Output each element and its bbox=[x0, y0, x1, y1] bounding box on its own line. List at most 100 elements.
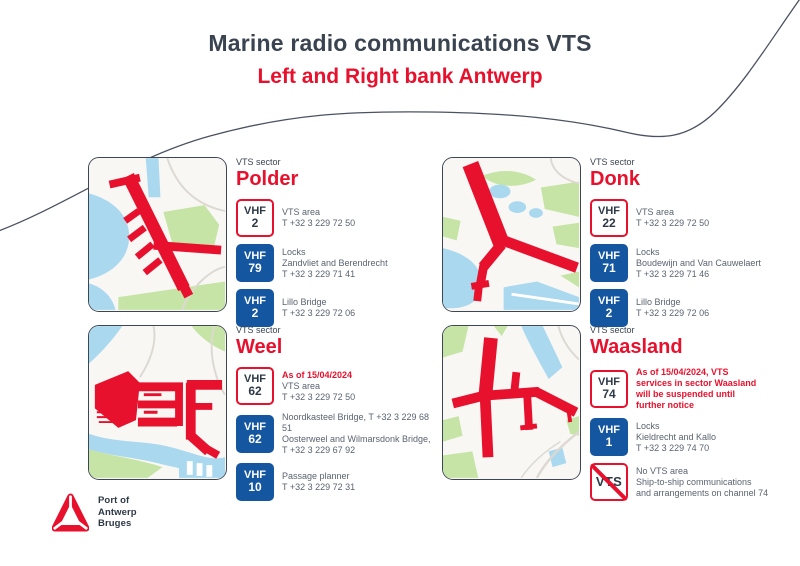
vhf-channel-badge: VHF 74 bbox=[590, 370, 628, 408]
vhf-badge-channel: 1 bbox=[605, 435, 613, 450]
vhf-badge-label: VHF bbox=[244, 250, 266, 263]
vhf-badge-channel: 2 bbox=[251, 216, 259, 231]
info-line: Ship-to-ship communications bbox=[636, 476, 752, 487]
info-line: As of 15/04/2024, VTS bbox=[636, 367, 729, 377]
info-line: Oosterweel and Wilmarsdonk Bridge, bbox=[282, 434, 431, 444]
vhf-badge-label: VHF bbox=[598, 250, 620, 263]
vts-sector-label: VTS sector bbox=[236, 325, 281, 335]
info-line: T +32 3 229 71 46 bbox=[636, 268, 710, 279]
info-line: T +32 3 229 72 31 bbox=[282, 482, 356, 492]
info-line: Boudewijn and Van Cauwelaert bbox=[636, 257, 761, 268]
vhf-channel-badge: VHF 62 bbox=[236, 367, 274, 405]
info-line: As of 15/04/2024 bbox=[282, 369, 353, 380]
vhf-badge-label: VHF bbox=[598, 295, 620, 308]
info-line: Lillo Bridge bbox=[282, 297, 327, 307]
info-line: T +32 3 229 72 50 bbox=[636, 218, 710, 228]
vhf-badge-channel: 62 bbox=[248, 384, 262, 399]
vhf-badge-label: VHF bbox=[598, 376, 620, 389]
sector-map-weel bbox=[88, 325, 227, 480]
vhf-channel-badge: VTS bbox=[590, 463, 628, 501]
sector-name: Weel bbox=[236, 336, 283, 358]
info-line: Locks bbox=[636, 420, 660, 431]
vhf-channel-badge: VHF 62 bbox=[236, 415, 274, 453]
vhf-badge-channel: 22 bbox=[602, 216, 616, 231]
info-line: and arrangements on channel 74 bbox=[636, 487, 769, 498]
sector-card-waasland: VTS sector Waasland VHF 74 As of 15/04/2… bbox=[442, 325, 794, 501]
vhf-badge-label: VHF bbox=[244, 469, 266, 482]
info-line: Noordkasteel Bridge, T +32 3 229 68 51 bbox=[282, 412, 430, 433]
vhf-badge-label: VHF bbox=[244, 373, 266, 386]
vhf-badge-channel: 71 bbox=[602, 261, 616, 276]
info-line: T +32 3 229 72 06 bbox=[282, 308, 356, 318]
vhf-badge-channel: 10 bbox=[248, 480, 262, 495]
logo-text: Port of Antwerp Bruges bbox=[98, 495, 137, 530]
sector-map-waasland bbox=[442, 325, 581, 480]
page-title: Marine radio communications VTS bbox=[208, 30, 592, 56]
vhf-channel-badge: VHF 10 bbox=[236, 463, 274, 501]
info-line: VTS area bbox=[282, 207, 321, 217]
info-line: Zandvliet and Berendrecht bbox=[282, 257, 388, 268]
info-line: VTS area bbox=[636, 207, 675, 217]
info-line: Locks bbox=[282, 246, 306, 257]
vhf-channel-badge: VHF 79 bbox=[236, 244, 274, 282]
vhf-badge-label: VTS bbox=[595, 474, 623, 490]
info-line: T +32 3 229 72 50 bbox=[282, 218, 356, 228]
vhf-badge-channel: 79 bbox=[248, 261, 262, 276]
logo-line: Port of bbox=[98, 495, 130, 507]
vhf-channel-badge: VHF 71 bbox=[590, 244, 628, 282]
trefoil-knot-icon bbox=[52, 493, 89, 532]
vhf-channel-badge: VHF 2 bbox=[236, 289, 274, 327]
info-line: VTS area bbox=[282, 380, 321, 391]
vhf-badge-channel: 2 bbox=[605, 306, 613, 321]
vhf-badge-channel: 2 bbox=[251, 306, 259, 321]
vhf-badge-label: VHF bbox=[244, 421, 266, 434]
info-line: Lillo Bridge bbox=[636, 297, 681, 307]
info-line: Passage planner bbox=[282, 471, 350, 481]
info-line: T +32 3 229 74 70 bbox=[636, 442, 710, 453]
vhf-badge-label: VHF bbox=[598, 424, 620, 437]
header: Marine radio communications VTS Left and… bbox=[0, 30, 800, 89]
sector-info: VTS sector Waasland VHF 74 As of 15/04/2… bbox=[590, 325, 790, 501]
channel-entry: VHF 62 Noordkasteel Bridge, T +32 3 229 … bbox=[236, 412, 436, 456]
info-line: T +32 3 229 67 92 bbox=[282, 445, 356, 455]
vhf-channel-badge: VHF 22 bbox=[590, 199, 628, 237]
info-line: T +32 3 229 71 41 bbox=[282, 268, 356, 279]
vhf-badge-channel: 62 bbox=[248, 432, 262, 447]
vts-sector-label: VTS sector bbox=[590, 157, 635, 167]
port-of-antwerp-bruges-logo: Port of Antwerp Bruges bbox=[52, 492, 137, 533]
logo-line: Bruges bbox=[98, 518, 132, 530]
vhf-badge-label: VHF bbox=[244, 295, 266, 308]
info-line: services in sector Waasland bbox=[636, 378, 757, 388]
vts-sector-label: VTS sector bbox=[236, 157, 281, 167]
